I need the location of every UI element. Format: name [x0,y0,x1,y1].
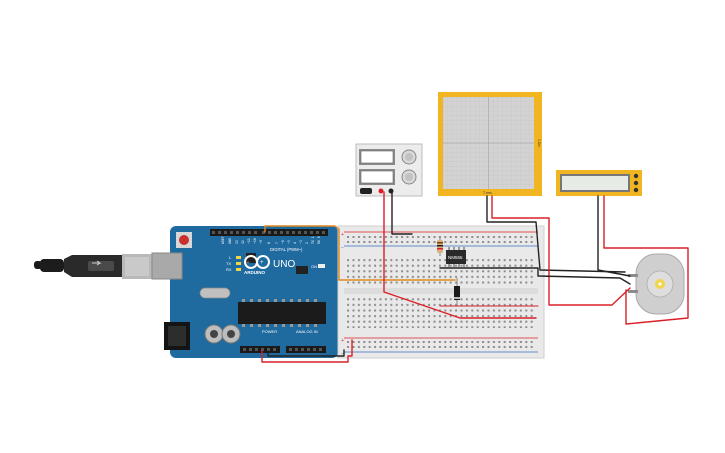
on-led-label: ON [311,264,317,269]
uno-label: UNO [273,259,295,270]
multimeter[interactable] [556,170,642,196]
svg-text:−: − [341,351,344,357]
svg-text:13: 13 [235,240,239,244]
svg-text:12: 12 [241,240,245,244]
svg-text:~9: ~9 [259,240,263,244]
svg-text:~10: ~10 [253,238,257,244]
arduino-logo-text: ARDUINO [244,270,265,275]
svg-text:8: 8 [267,242,271,244]
svg-text:~11: ~11 [247,238,251,244]
diode[interactable] [454,278,460,306]
arduino-logo-icon: − + [244,255,270,269]
digital-header-label: DIGITAL (PWM~) [270,247,303,252]
svg-text:AREF: AREF [221,236,225,244]
svg-text:~3: ~3 [299,240,303,244]
svg-text:+: + [341,232,344,238]
oscilloscope-side-label: 1 Div [537,139,541,147]
svg-text:−: − [246,260,250,266]
svg-text:GND: GND [228,238,232,244]
analog-header-label: ANALOG IN [296,329,318,334]
dc-power-supply[interactable] [355,143,423,197]
usb-cable[interactable] [34,254,152,279]
wires [261,191,689,363]
resistor[interactable] [437,236,443,256]
svg-text:2: 2 [305,242,309,244]
power-header-label: POWER [262,329,277,334]
wire-orange [264,225,456,281]
oscilloscope-bottom-label: T rms [483,191,492,195]
dc-motor[interactable] [628,253,685,315]
ic-label: NM555 [448,255,463,260]
wire-mm-black [597,195,631,277]
wire-arduino-black [267,349,345,357]
tx-led-label: TX [226,261,231,266]
wire-mm-red [603,195,689,325]
svg-text:~6: ~6 [281,240,285,244]
wire-scope-black [486,195,626,273]
svg-text:7: 7 [275,242,279,244]
svg-text:~5: ~5 [287,240,291,244]
rx-led-label: RX [226,267,232,272]
oscilloscope[interactable]: 1 Div T rms [438,92,542,196]
wire-ps-black [391,191,413,235]
arduino-uno-board[interactable]: AREF GND 13 12 ~11 ~10 ~9 8 7 ~6 ~5 4 ~3… [151,226,338,358]
svg-text:TX 1: TX 1 [311,236,315,244]
wire-ps-red [383,191,537,319]
svg-text:+: + [260,260,264,266]
svg-text:4: 4 [293,242,297,244]
wire-arduino-red [261,339,353,363]
wire-board-black [439,267,631,285]
wire-scope-red [491,195,631,306]
svg-text:+: + [341,338,344,344]
svg-text:RX 0: RX 0 [317,236,321,244]
ic-555-timer[interactable]: NM555 [446,247,466,267]
svg-text:−: − [341,245,344,251]
l-led-label: L [229,255,232,260]
